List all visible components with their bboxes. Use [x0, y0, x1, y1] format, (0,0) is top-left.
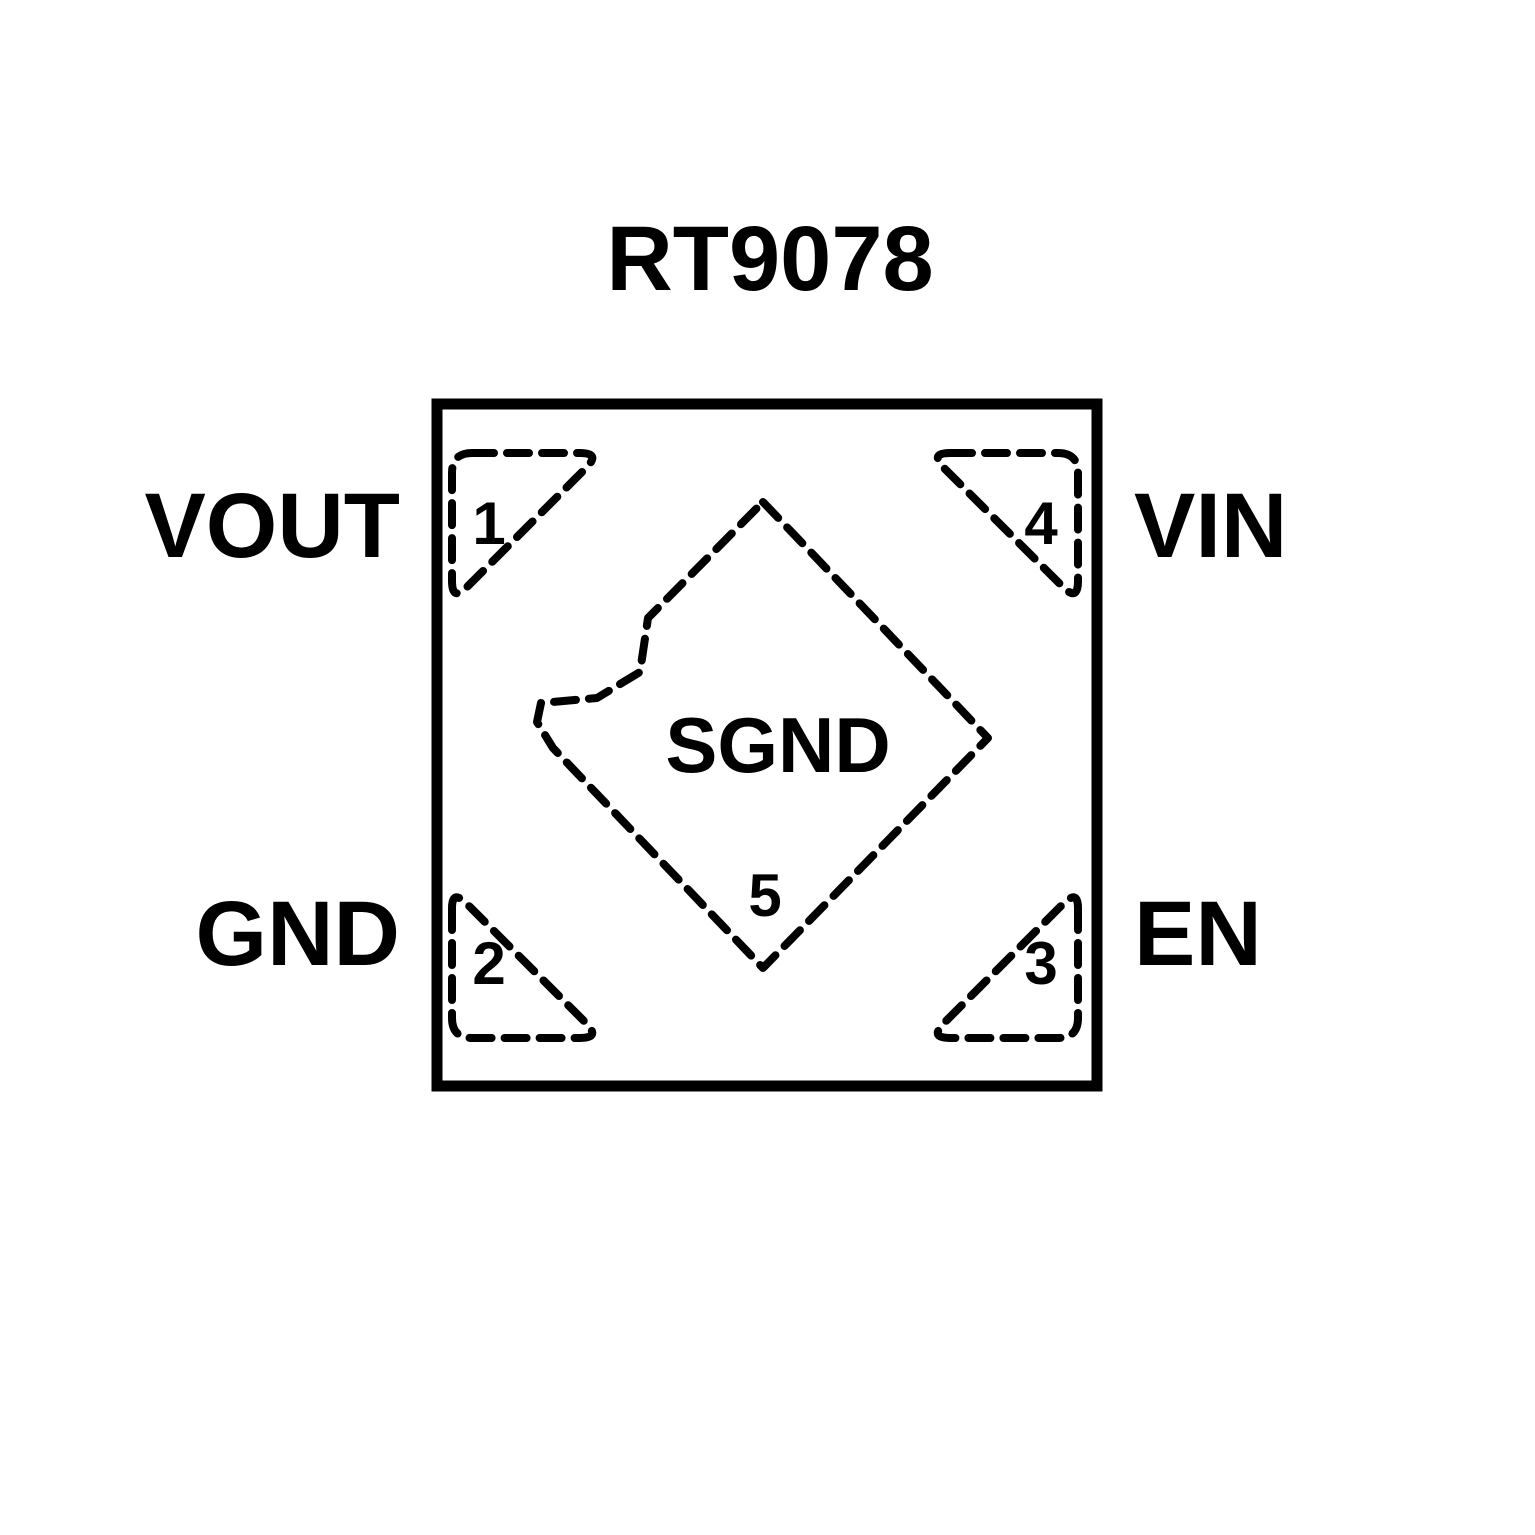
pin-number-1: 1	[472, 490, 505, 557]
chip-title: RT9078	[606, 208, 933, 310]
pin-number-3: 3	[1024, 930, 1057, 997]
pin-pad-1	[448, 449, 597, 598]
pin-label-en: EN	[1134, 883, 1262, 985]
exposed-pad	[533, 498, 992, 972]
exposed-pad-label: SGND	[665, 701, 890, 789]
pin-number-2: 2	[472, 930, 505, 997]
pin-label-vout: VOUT	[144, 475, 400, 577]
pin-label-vin: VIN	[1134, 475, 1287, 577]
pin-pad-2	[448, 893, 597, 1042]
pin-number-4: 4	[1024, 490, 1058, 557]
pin-pad-4	[933, 449, 1082, 598]
pin-label-gnd: GND	[196, 883, 400, 985]
pin-pad-3	[933, 893, 1082, 1042]
exposed-pad-number: 5	[748, 862, 781, 929]
